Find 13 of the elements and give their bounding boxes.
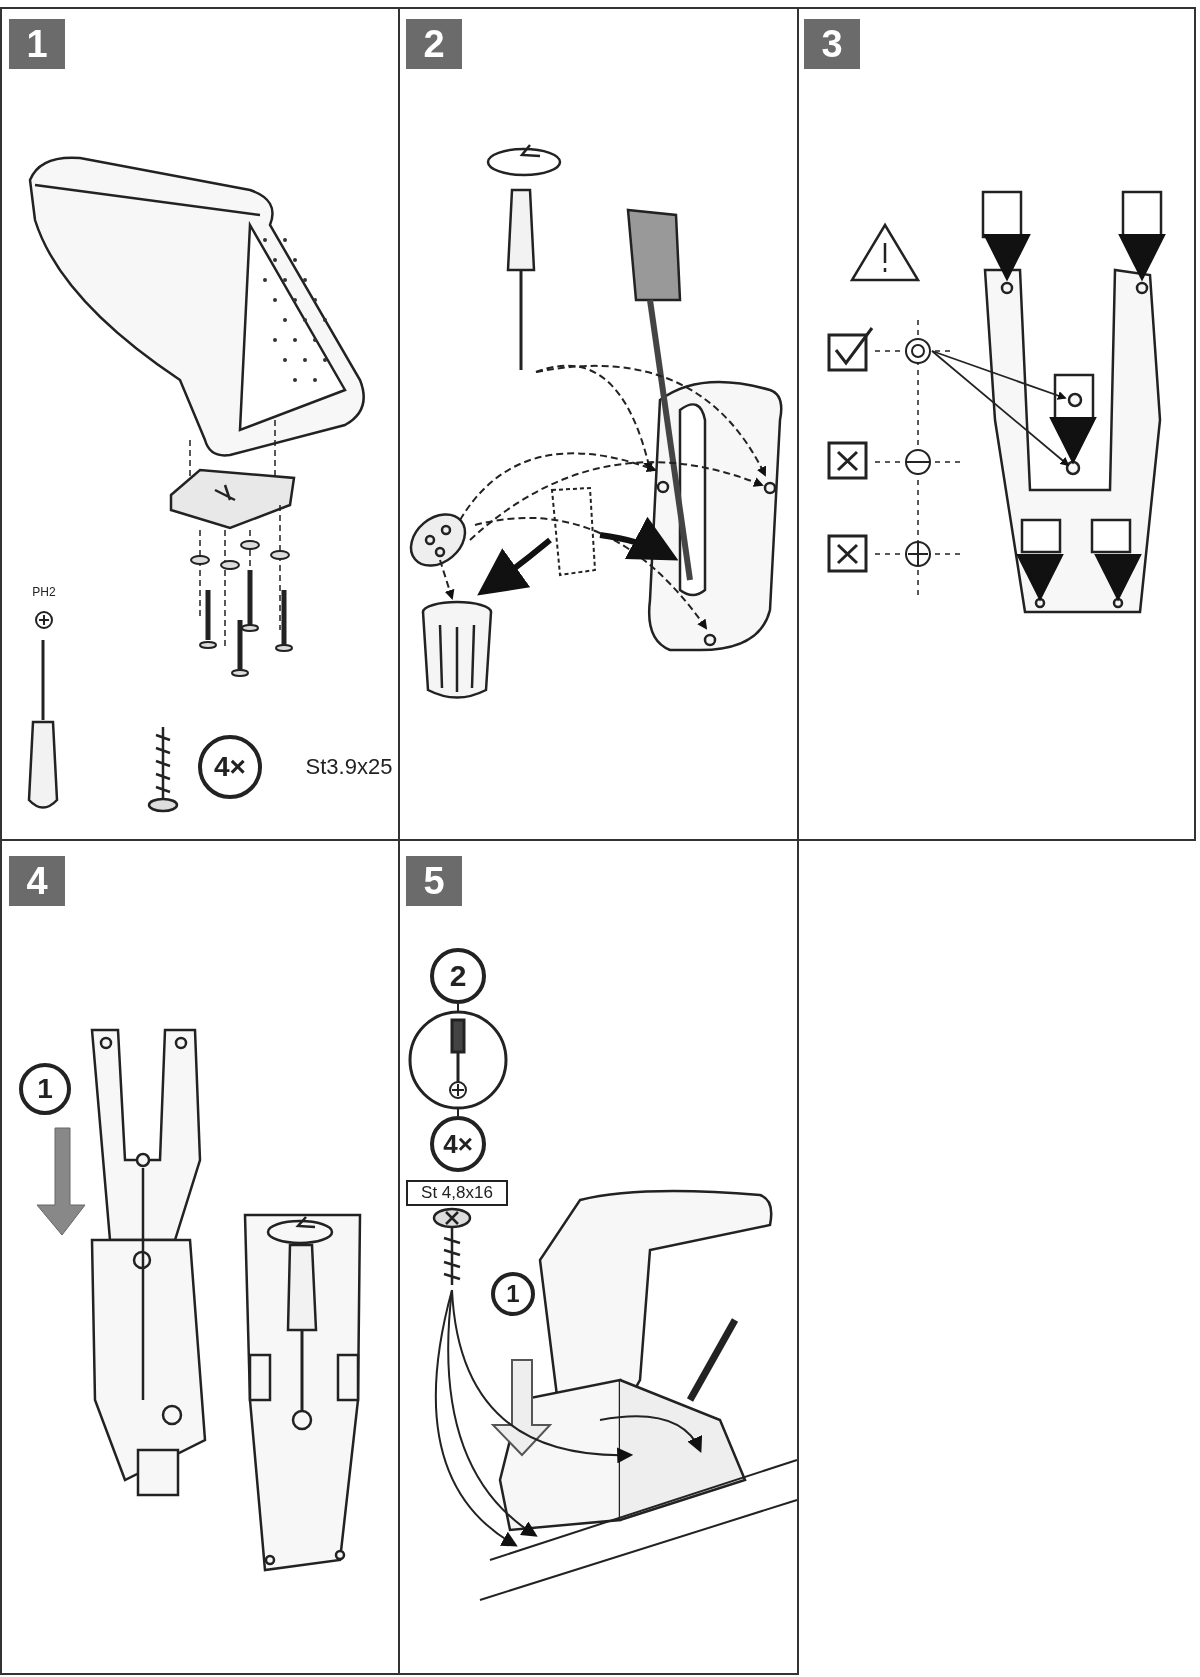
callout-number: 2 — [430, 948, 486, 1004]
quantity-callout: 4× — [198, 735, 262, 799]
step-number: 5 — [406, 856, 462, 906]
step-number: 4 — [9, 856, 65, 906]
screw-size-text: St 4,8x16 — [406, 1180, 508, 1206]
screw-size-text: St3.9x25 — [304, 753, 394, 781]
quantity-callout: 4× — [430, 1116, 486, 1172]
callout-number: 1 — [19, 1063, 71, 1115]
step-number: 2 — [406, 19, 462, 69]
step-number: 1 — [9, 19, 65, 69]
step-number: 3 — [804, 19, 860, 69]
callout-number: 1 — [491, 1272, 535, 1316]
bit-size-text: PH2 — [31, 584, 57, 600]
